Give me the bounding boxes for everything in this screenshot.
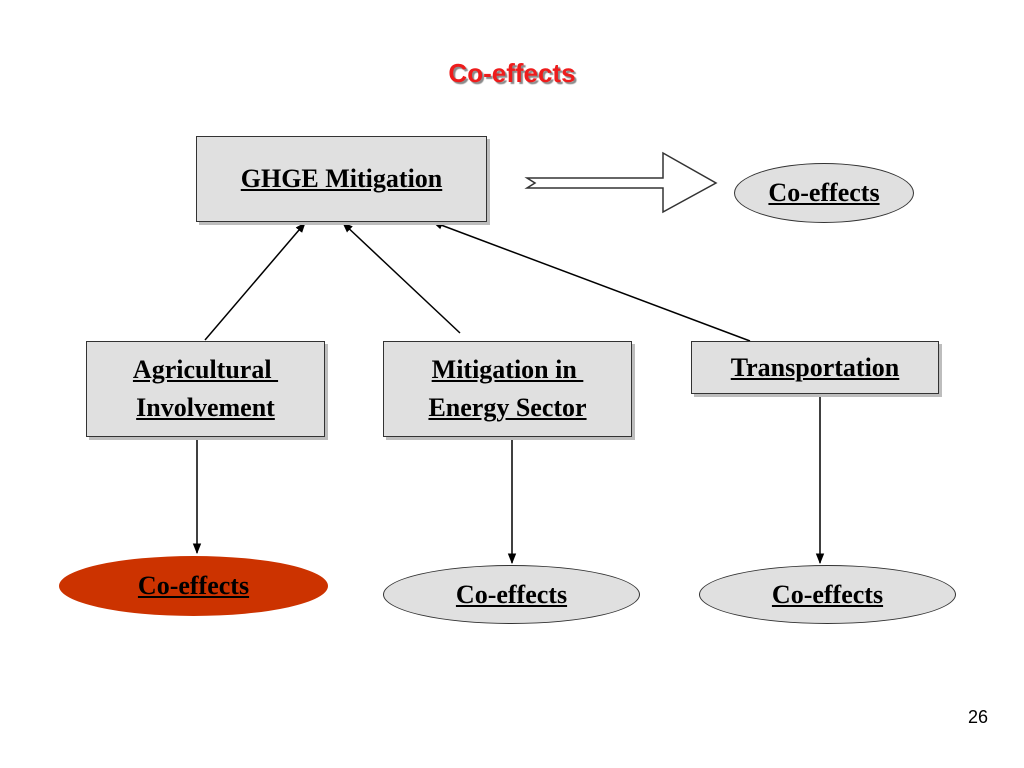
transportation-label: Transportation	[730, 352, 900, 382]
transportation-box: Transportation	[691, 341, 939, 394]
block-arrow-right	[524, 151, 718, 214]
coeffects-top-label: Co-effects	[768, 178, 880, 207]
coeffects-transport-label: Co-effects	[771, 579, 884, 609]
coeffects-energy-label: Co-effects	[455, 579, 568, 609]
energy-sector-box: Mitigation in Energy Sector	[383, 341, 632, 437]
agricultural-involvement-box: Agricultural Involvement	[86, 341, 325, 437]
energy-line2: Energy Sector	[428, 393, 587, 422]
ghge-mitigation-label: GHGE Mitigation	[240, 164, 443, 194]
agricultural-line1: Agricultural	[132, 355, 279, 385]
arrow-energy-to-ghge	[342, 222, 461, 334]
ghge-mitigation-box: GHGE Mitigation	[196, 136, 487, 222]
coeffects-agri-label: Co-effects	[137, 571, 250, 600]
coeffects-oval-transport: Co-effects	[699, 565, 956, 624]
agricultural-line2: Involvement	[136, 393, 275, 422]
coeffects-oval-energy: Co-effects	[383, 565, 640, 624]
arrow-agri-to-ghge	[204, 222, 306, 341]
arrow-transport-to-ghge	[432, 221, 751, 342]
coeffects-oval-agri: Co-effects	[59, 556, 328, 616]
slide-title: Co-effects	[448, 58, 576, 88]
page-number: 26	[967, 707, 988, 727]
energy-line1: Mitigation in	[431, 355, 584, 385]
coeffects-oval-top: Co-effects	[734, 163, 914, 223]
